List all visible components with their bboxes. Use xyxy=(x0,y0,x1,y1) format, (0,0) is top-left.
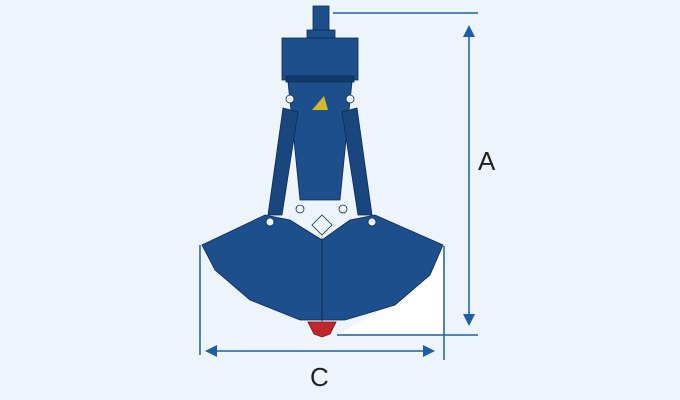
hanger-base xyxy=(306,29,336,39)
pin-hole xyxy=(345,94,355,104)
left-arm xyxy=(267,107,299,216)
pin-hole xyxy=(265,217,275,227)
dimension-a-label: A xyxy=(478,146,496,176)
pin-hole xyxy=(367,217,377,227)
white-shadow xyxy=(338,250,443,334)
body-opening xyxy=(311,214,333,236)
teeth xyxy=(307,321,337,338)
central-body xyxy=(287,81,353,201)
pin-hole xyxy=(285,94,295,104)
arrow-right-icon xyxy=(423,345,435,357)
arrow-left-icon xyxy=(205,345,217,357)
dimension-lines xyxy=(199,12,478,360)
clamshell-grab xyxy=(201,5,444,338)
arrow-down-icon xyxy=(463,314,475,326)
rotator-head xyxy=(281,37,359,81)
rotator-ring xyxy=(285,75,355,83)
arrow-up-icon xyxy=(463,25,475,37)
logo-emblem xyxy=(312,96,328,110)
pin-hole xyxy=(295,204,305,214)
left-bucket xyxy=(201,214,323,321)
dimension-c-label: C xyxy=(310,362,329,392)
pin-hole xyxy=(338,204,348,214)
right-arm xyxy=(341,107,373,216)
right-bucket xyxy=(321,214,444,321)
